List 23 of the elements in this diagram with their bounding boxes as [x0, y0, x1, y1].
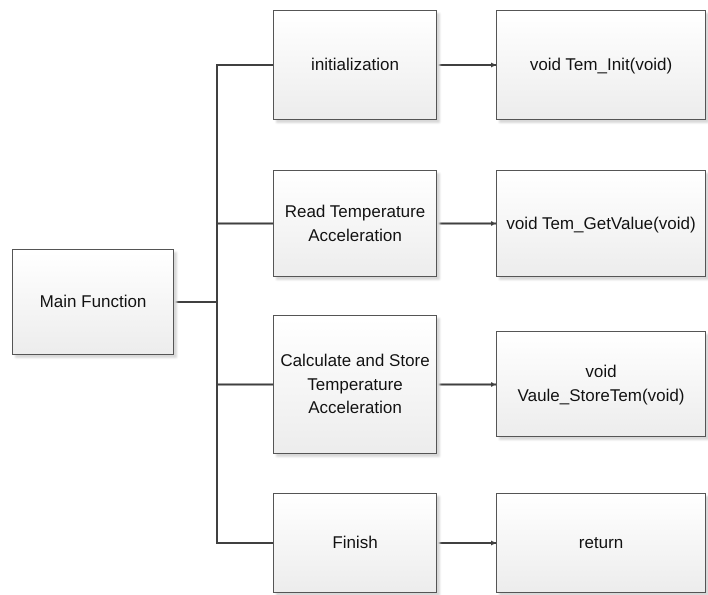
arrow	[437, 382, 496, 387]
process-box	[496, 170, 706, 277]
box-label: Calculate and Store Temperature Acceleration	[279, 350, 431, 420]
process-box	[12, 249, 174, 355]
process-box	[273, 170, 437, 277]
box-label: Finish	[331, 532, 379, 554]
arrow	[437, 62, 496, 68]
process-box	[496, 10, 706, 120]
connector-line	[174, 301, 273, 544]
process-box	[273, 10, 437, 120]
box-label: void Tem_Init(void)	[528, 54, 674, 76]
box-label: void Vaule_StoreTem(void)	[516, 361, 686, 407]
process-box	[273, 315, 437, 454]
box-label: initialization	[310, 54, 400, 76]
process-box	[496, 493, 706, 593]
box-label: Read Temperature Acceleration	[284, 200, 426, 246]
box-label: Main Function	[38, 291, 148, 314]
process-box	[496, 331, 706, 437]
process-box	[273, 493, 437, 593]
box-label: return	[578, 532, 624, 554]
arrow	[437, 540, 496, 546]
box-label: void Tem_GetValue(void)	[505, 212, 697, 235]
arrow	[437, 221, 496, 226]
